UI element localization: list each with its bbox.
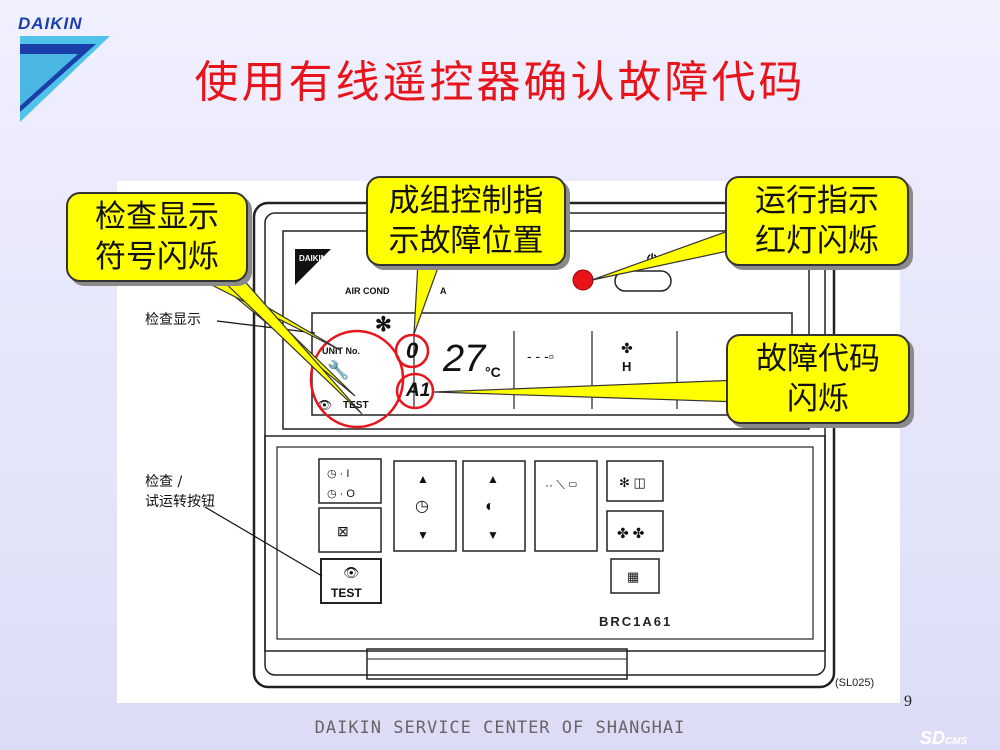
fan-speed-label: H xyxy=(622,359,631,374)
svg-text:·· ⟍ ▭: ·· ⟍ ▭ xyxy=(545,478,578,492)
test-eye-icon: 👁 xyxy=(343,565,360,580)
test-label: TEST xyxy=(343,400,369,411)
daikin-logo: DAIKIN xyxy=(18,14,118,124)
label-button-line2: 试运转按钮 xyxy=(145,494,215,510)
svg-text:◐: ◐ xyxy=(485,498,495,515)
highlight-ring-unit xyxy=(394,333,430,369)
callout-inspect-symbol: 检查显示符号闪烁 xyxy=(66,192,248,282)
callout-run-lamp: 运行指示红灯闪烁 xyxy=(725,176,909,266)
svg-text:A: A xyxy=(440,286,447,296)
svg-text:◷ · O: ◷ · O xyxy=(327,488,355,500)
svg-text:◷ · I: ◷ · I xyxy=(327,468,349,480)
page-title: 使用有线遥控器确认故障代码 xyxy=(194,57,806,108)
temperature-display: 27 xyxy=(442,338,487,380)
unit-digit: 0 xyxy=(406,338,419,363)
callout-group-position: 成组控制指示故障位置 xyxy=(366,176,566,266)
wrench-icon: 🔧 xyxy=(327,359,349,380)
page-number: 9 xyxy=(904,693,912,710)
callout-fault-code: 故障代码闪烁 xyxy=(726,334,910,424)
unit-no-label: UNIT No. xyxy=(322,346,360,356)
watermark: SDCMS xyxy=(920,728,968,748)
highlight-ring-code xyxy=(395,372,435,410)
svg-text:°C: °C xyxy=(485,364,501,380)
svg-text:▦: ▦ xyxy=(627,569,639,584)
svg-text:✻: ✻ xyxy=(375,314,392,336)
svg-text:✤: ✤ xyxy=(621,340,633,356)
svg-text:▲: ▲ xyxy=(417,472,429,486)
svg-text:▲: ▲ xyxy=(487,472,499,486)
model-number: BRC1A61 xyxy=(599,614,673,629)
label-inspect-display: 检查显示 xyxy=(145,312,201,328)
svg-text:◷: ◷ xyxy=(415,498,429,515)
device-text: AIR COND xyxy=(345,286,390,296)
test-button-label: TEST xyxy=(331,586,362,600)
svg-text:⊠: ⊠ xyxy=(337,523,349,539)
logo-mark-icon xyxy=(20,36,110,122)
run-lamp-dot xyxy=(572,269,594,291)
label-button-line1: 检查 / xyxy=(145,474,183,490)
fault-code-display: A1 xyxy=(405,380,430,401)
svg-text:✤ ✤: ✤ ✤ xyxy=(617,525,645,541)
svg-text:▼: ▼ xyxy=(487,528,499,542)
svg-text:- - -▫: - - -▫ xyxy=(527,348,554,364)
logo-text: DAIKIN xyxy=(18,14,83,33)
svg-text:▼: ▼ xyxy=(417,528,429,542)
figure-reference: (SL025) xyxy=(835,677,875,689)
svg-text:DAIKIN: DAIKIN xyxy=(299,254,327,263)
svg-text:⏻: ⏻ xyxy=(647,251,658,266)
svg-text:✻ ◫: ✻ ◫ xyxy=(619,475,646,490)
footer-text: DAIKIN SERVICE CENTER OF SHANGHAI xyxy=(314,718,686,738)
